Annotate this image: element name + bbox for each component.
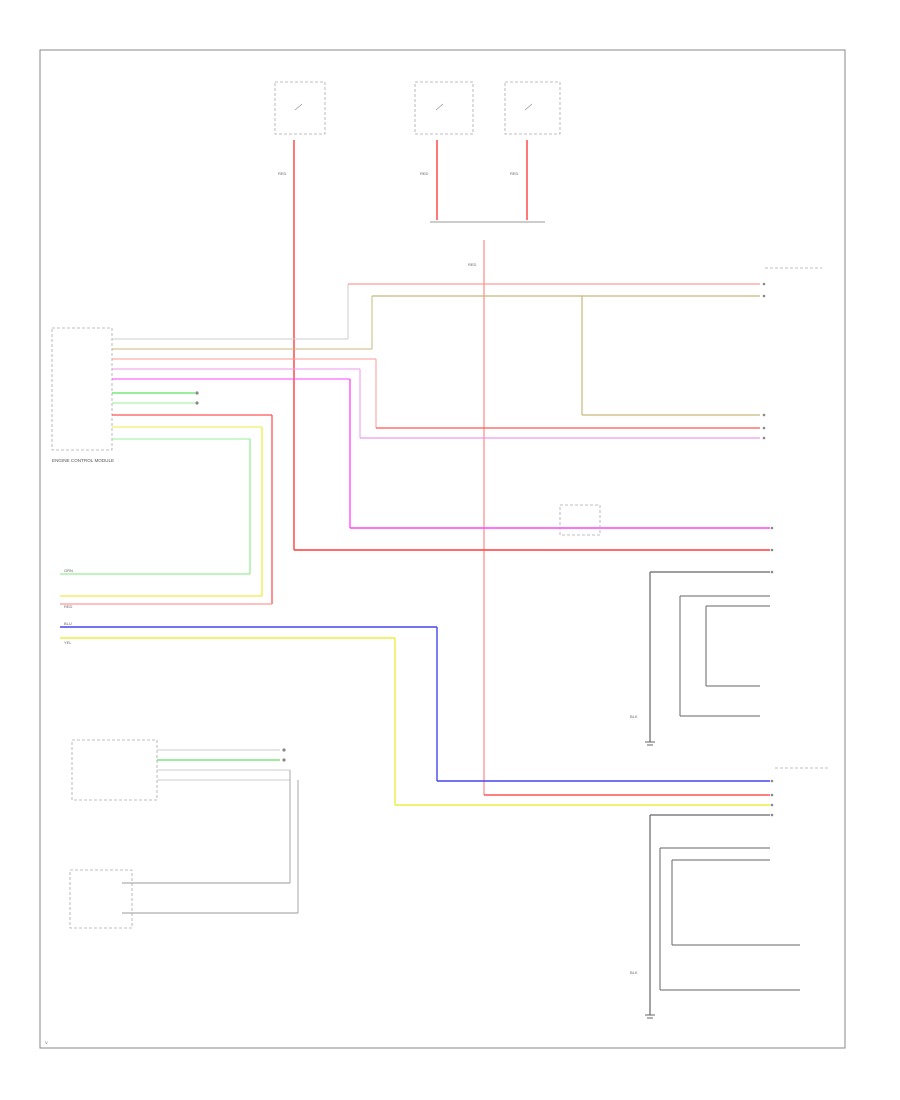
tag-red-left: RED [64, 604, 73, 609]
diagram-frame [39, 49, 846, 1049]
connector-terminals [195, 282, 774, 817]
tag-grn-left: GRN [64, 568, 73, 573]
ecm-connector [51, 327, 113, 451]
fuse-block-left [274, 81, 326, 135]
tag-blk-1: BLK [630, 714, 638, 719]
tag-red-1: RED [278, 171, 287, 176]
tag-blu-left: BLU [64, 621, 72, 626]
tag-red-4: RED [468, 262, 477, 267]
ground-symbol-lower [645, 1014, 655, 1019]
ecm-wire-bundle [112, 283, 770, 604]
speed-sensor-box [69, 869, 298, 929]
brake-switch [559, 504, 601, 536]
transmission-sensor-box [71, 739, 299, 913]
ground-branch-upper [649, 571, 770, 742]
footer-mark: V [45, 1040, 48, 1045]
tag-yel-left: YEL [64, 640, 72, 645]
ground-branch-lower [649, 815, 800, 1015]
tag-blk-2: BLK [630, 970, 638, 975]
ground-symbol-upper [645, 741, 655, 746]
tag-red-3: RED [510, 171, 519, 176]
ecm-label: ENGINE CONTROL MODULE [52, 458, 114, 463]
tag-red-2: RED [420, 171, 429, 176]
fuse-block-right [504, 81, 561, 135]
fuse-block-middle [414, 81, 474, 135]
